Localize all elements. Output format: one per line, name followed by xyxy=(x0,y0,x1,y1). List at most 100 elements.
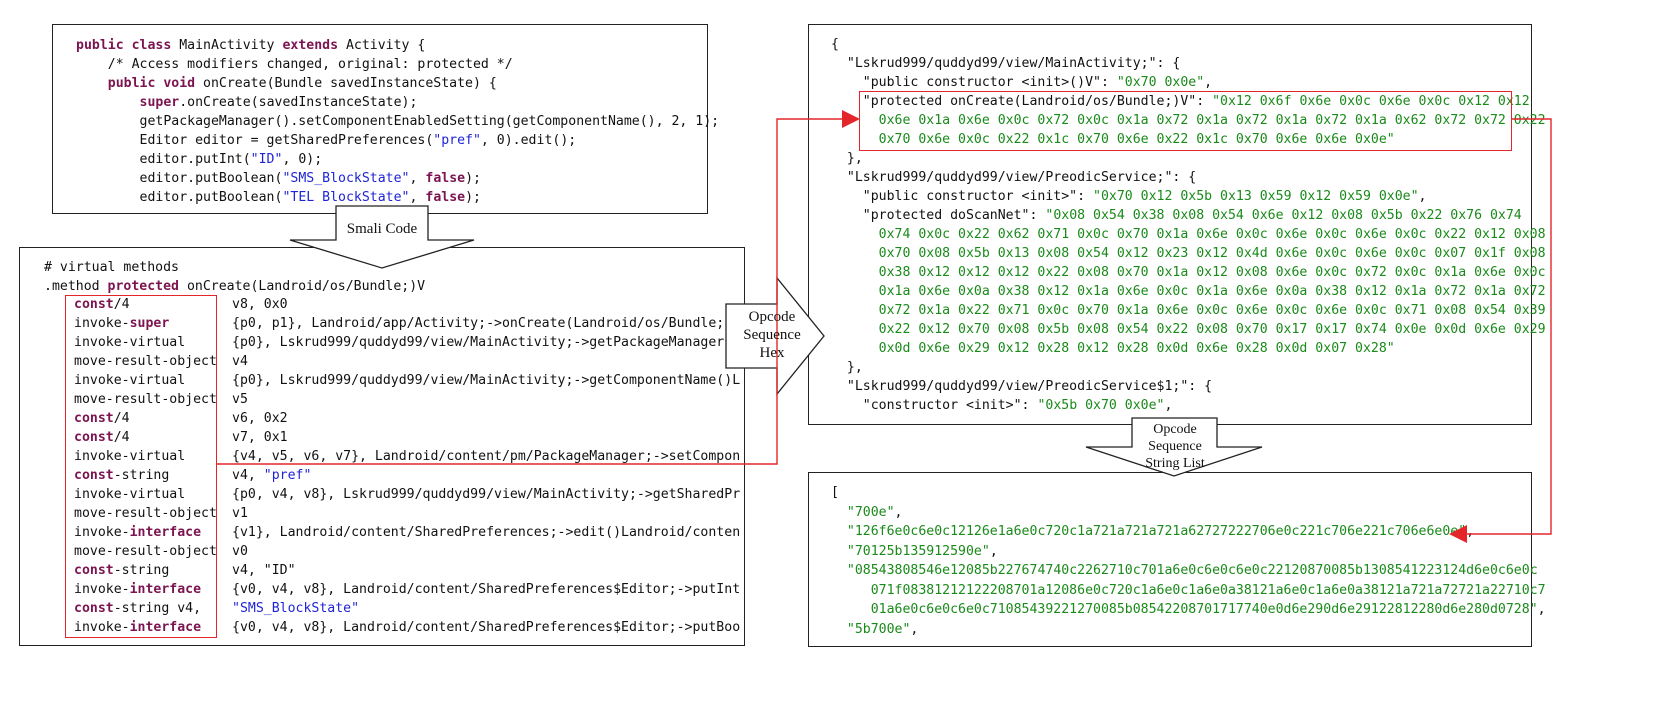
string-list-line: "5b700e", xyxy=(831,620,918,639)
java-code-line: Editor editor = getSharedPreferences("pr… xyxy=(76,131,577,150)
hex-json-line: 0x70 0x08 0x5b 0x13 0x08 0x54 0x12 0x23 … xyxy=(831,244,1546,263)
code-token: move-result-object xyxy=(74,506,217,521)
code-token: 0x70 0x6e 0x0c 0x22 0x1c 0x70 0x6e 0x22 … xyxy=(831,132,1395,147)
code-token: , xyxy=(894,504,903,520)
smali-opcode-highlight xyxy=(65,295,217,638)
code-token: v5 xyxy=(232,392,248,407)
code-token: , xyxy=(910,621,919,637)
smali-operands: {p0, p1}, Landroid/app/Activity;->onCrea… xyxy=(232,314,740,333)
opcode-hex-label-line: Hex xyxy=(759,345,785,361)
code-token: .method xyxy=(44,279,108,294)
code-token xyxy=(831,524,847,539)
code-token: MainActivity xyxy=(171,38,283,53)
code-token: "public constructor <init>": xyxy=(831,189,1094,204)
code-token: 0x38 0x12 0x12 0x12 0x22 0x08 0x70 0x1a … xyxy=(831,265,1546,280)
code-token: 0x22 0x12 0x70 0x08 0x5b 0x08 0x54 0x22 … xyxy=(831,322,1546,337)
smali-opcode: invoke-interface xyxy=(74,523,201,542)
string-list-line: [ xyxy=(831,483,839,502)
hex-json-line: 0x22 0x12 0x70 0x08 0x5b 0x08 0x54 0x22 … xyxy=(831,320,1546,339)
code-token: extends xyxy=(282,38,339,53)
code-token: ); xyxy=(465,190,481,205)
smali-opcode: invoke-super xyxy=(74,314,169,333)
code-token: "protected onCreate(Landroid/os/Bundle;)… xyxy=(831,94,1213,109)
hex-json-line: 0x0d 0x6e 0x29 0x12 0x28 0x12 0x28 0x0d … xyxy=(831,339,1395,358)
code-token: {v0, v4, v8}, Landroid/content/SharedPre… xyxy=(232,582,741,597)
code-token: invoke- xyxy=(74,582,130,597)
code-token: v7, 0x1 xyxy=(232,430,288,445)
smali-opcode: move-result-object xyxy=(74,352,217,371)
code-token: , xyxy=(1204,75,1213,90)
smali-opcode: invoke-virtual xyxy=(74,371,185,390)
code-token: public void xyxy=(107,76,196,91)
code-token: "0x70 0x0e" xyxy=(1116,75,1205,90)
code-token: v4 xyxy=(232,354,248,369)
smali-opcode: const/4 xyxy=(74,428,130,447)
code-token: }, xyxy=(831,151,863,166)
code-token: "0x5b 0x70 0x0e" xyxy=(1037,398,1165,413)
code-token: {p0}, Lskrud999/quddyd99/view/MainActivi… xyxy=(232,373,741,388)
code-token: "700e" xyxy=(846,504,895,520)
code-token: /4 xyxy=(113,297,130,312)
smali-operands: v0 xyxy=(232,542,248,561)
code-token: "pref" xyxy=(263,468,312,483)
code-token: {p0, v4, v8}, Lskrud999/quddyd99/view/Ma… xyxy=(232,487,741,502)
code-token: "constructor <init>": xyxy=(831,398,1038,413)
string-list-line: "700e", xyxy=(831,503,903,522)
hex-json-line: 0x70 0x6e 0x0c 0x22 0x1c 0x70 0x6e 0x22 … xyxy=(831,130,1395,149)
opcode-string-label-line: String List xyxy=(1145,456,1205,471)
code-token: , xyxy=(409,190,426,205)
code-token: Editor editor = getSharedPreferences( xyxy=(76,133,434,148)
opcode-hex-label: Opcode Sequence Hex xyxy=(736,308,808,362)
code-token: , 0); xyxy=(282,152,323,167)
hex-json-line: "public constructor <init>()V": "0x70 0x… xyxy=(831,73,1212,92)
code-token: -string v4, xyxy=(113,601,202,616)
hex-json-line: }, xyxy=(831,358,863,377)
code-token: invoke- xyxy=(74,620,130,635)
code-token: "SMS_BlockState" xyxy=(232,601,360,616)
code-token: "70125b135912590e" xyxy=(846,543,990,559)
code-token: "SMS_BlockState" xyxy=(282,171,410,186)
smali-opcode: const-string v4, xyxy=(74,599,201,618)
code-token: invoke- xyxy=(74,525,130,540)
code-token: interface xyxy=(129,525,202,540)
hex-json-line: 0x72 0x1a 0x22 0x71 0x0c 0x70 0x1a 0x6e … xyxy=(831,301,1546,320)
code-token: [ xyxy=(831,485,839,500)
smali-opcode: const/4 xyxy=(74,295,130,314)
java-code-line: editor.putBoolean("SMS_BlockState", fals… xyxy=(76,169,481,188)
hex-json-line: }, xyxy=(831,149,863,168)
code-token: super xyxy=(129,316,170,331)
code-token: editor.putInt( xyxy=(76,152,251,167)
code-token: interface xyxy=(129,582,202,597)
code-token: false xyxy=(425,190,466,205)
code-token: invoke-virtual xyxy=(74,373,186,388)
code-token: 0x74 0x0c 0x22 0x62 0x71 0x0c 0x70 0x1a … xyxy=(831,227,1546,242)
hex-json-line: "public constructor <init>": "0x70 0x12 … xyxy=(831,187,1427,206)
smali-operands: "SMS_BlockState" xyxy=(232,599,359,618)
code-token: .onCreate(savedInstanceState); xyxy=(179,95,418,110)
java-code-line: public void onCreate(Bundle savedInstanc… xyxy=(76,74,497,93)
smali-opcode: invoke-interface xyxy=(74,580,201,599)
code-token: v4, xyxy=(232,468,264,483)
code-token: 0x0d 0x6e 0x29 0x12 0x28 0x12 0x28 0x0d … xyxy=(831,341,1395,356)
code-token: "ID" xyxy=(250,152,283,167)
code-token: -string xyxy=(113,563,170,578)
code-token: v1 xyxy=(232,506,248,521)
hex-json-line: "protected onCreate(Landroid/os/Bundle;)… xyxy=(831,92,1530,111)
opcode-hex-label-line: Opcode xyxy=(748,309,796,325)
hex-json-line: "constructor <init>": "0x5b 0x70 0x0e", xyxy=(831,396,1173,415)
code-token: {p0}, Lskrud999/quddyd99/view/MainActivi… xyxy=(232,335,741,350)
smali-operands: {v0, v4, v8}, Landroid/content/SharedPre… xyxy=(232,580,740,599)
smali-operands: {p0}, Lskrud999/quddyd99/view/MainActivi… xyxy=(232,333,740,352)
smali-operands: {p0, v4, v8}, Lskrud999/quddyd99/view/Ma… xyxy=(232,485,740,504)
smali-opcode: invoke-virtual xyxy=(74,485,185,504)
smali-operands: {v1}, Landroid/content/SharedPreferences… xyxy=(232,523,740,542)
hex-json-line: { xyxy=(831,35,839,54)
string-list-line: "08543808546e12085b227674740c2262710c701… xyxy=(831,561,1538,580)
java-code-line: editor.putInt("ID", 0); xyxy=(76,150,323,169)
opcode-hex-label-line: Sequence xyxy=(743,327,801,343)
smali-opcode: move-result-object xyxy=(74,390,217,409)
code-token: "protected doScanNet": xyxy=(831,208,1046,223)
opcode-string-label-line: Opcode xyxy=(1153,422,1197,437)
code-token: invoke-virtual xyxy=(74,487,186,502)
code-token: false xyxy=(425,171,466,186)
